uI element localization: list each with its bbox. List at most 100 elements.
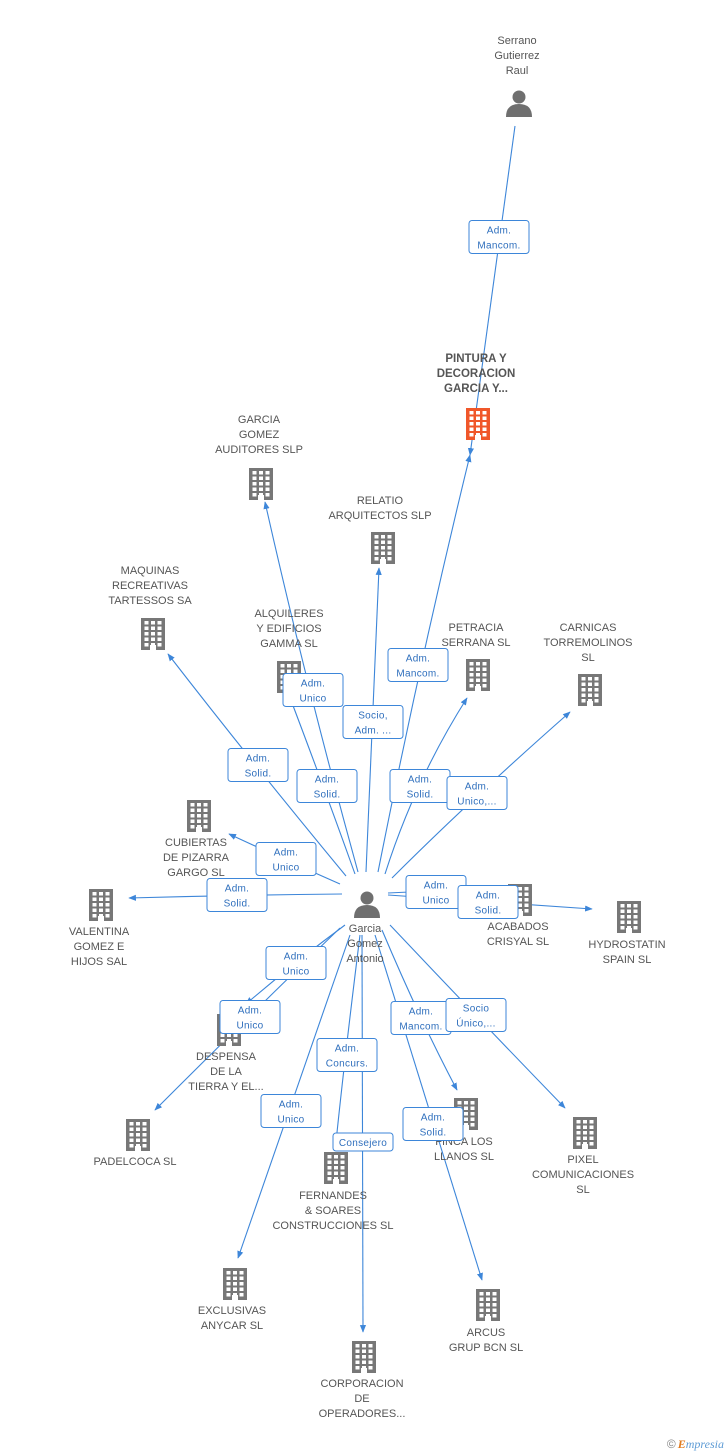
node-label[interactable]: & SOARES [305, 1205, 361, 1217]
node-label[interactable]: ALQUILERES [254, 608, 323, 620]
building-icon[interactable] [141, 618, 165, 650]
node-label[interactable]: CONSTRUCCIONES SL [272, 1220, 393, 1232]
person-icon[interactable] [354, 891, 380, 919]
node-valentina[interactable]: VALENTINA GOMEZ E HIJOS SAL [69, 889, 130, 968]
building-icon[interactable] [578, 674, 602, 706]
node-label[interactable]: TARTESSOS SA [108, 595, 192, 607]
node-label[interactable]: PINTURA Y [445, 353, 507, 365]
building-icon[interactable] [466, 659, 490, 691]
relation-label-maquinas[interactable]: Adm.Solid. [227, 748, 289, 782]
node-label[interactable]: DE PIZARRA [163, 852, 230, 864]
node-label[interactable]: Antonio [346, 953, 383, 965]
relation-label-hydrostatin[interactable]: Adm.Solid. [457, 885, 519, 919]
relation-label-petracia[interactable]: Adm.Solid. [389, 769, 451, 803]
building-icon[interactable] [89, 889, 113, 921]
node-label[interactable]: OPERADORES... [319, 1408, 406, 1420]
relation-label-cubiertas[interactable]: Adm.Unico [255, 842, 317, 876]
relation-label-pintura[interactable]: Adm.Mancom. [387, 648, 449, 682]
node-label[interactable]: TIERRA Y EL... [188, 1081, 263, 1093]
node-garcia_gomez_auditores[interactable]: GARCIA GOMEZ AUDITORES SLP [215, 414, 303, 500]
relation-label-arcus[interactable]: Adm.Solid. [402, 1107, 464, 1141]
node-label[interactable]: GAMMA SL [260, 638, 317, 650]
node-cubiertas[interactable]: CUBIERTAS DE PIZARRA GARGO SL [163, 800, 230, 879]
node-label[interactable]: DESPENSA [196, 1051, 257, 1063]
node-label[interactable]: RECREATIVAS [112, 580, 188, 592]
node-label[interactable]: FERNANDES [299, 1190, 367, 1202]
relation-label-padelcoca[interactable]: Adm.Unico [219, 1000, 281, 1034]
node-label[interactable]: PIXEL [567, 1154, 598, 1166]
node-label[interactable]: LLANOS SL [434, 1151, 494, 1163]
node-label[interactable]: HIJOS SAL [71, 956, 127, 968]
node-label[interactable]: Garcia [349, 923, 382, 935]
footer-brand[interactable]: ©Empresia [667, 1437, 724, 1452]
node-label[interactable]: VALENTINA [69, 926, 130, 938]
node-label[interactable]: ARQUITECTOS SLP [328, 510, 431, 522]
relation-label-despensa[interactable]: Adm.Unico [265, 946, 327, 980]
node-label[interactable]: DE LA [210, 1066, 242, 1078]
node-label[interactable]: RELATIO [357, 495, 404, 507]
node-label[interactable]: COMUNICACIONES [532, 1169, 634, 1181]
node-label[interactable]: GOMEZ [239, 429, 280, 441]
node-padelcoca[interactable]: PADELCOCA SL [94, 1119, 177, 1168]
node-label[interactable]: EXCLUSIVAS [198, 1305, 266, 1317]
node-label[interactable]: GARCIA [238, 414, 281, 426]
node-label[interactable]: PADELCOCA SL [94, 1156, 177, 1168]
node-pintura[interactable]: PINTURA Y DECORACION GARCIA Y... [437, 353, 516, 440]
relation-label-carnicas[interactable]: Adm.Unico,... [446, 776, 508, 810]
node-label[interactable]: Gomez [347, 938, 382, 950]
node-label[interactable]: GARGO SL [167, 867, 224, 879]
node-corporacion[interactable]: CORPORACION DE OPERADORES... [319, 1341, 406, 1420]
relation-label-finca[interactable]: Adm.Mancom. [390, 1001, 452, 1035]
node-label[interactable]: MAQUINAS [121, 565, 180, 577]
node-label[interactable]: GARCIA Y... [444, 383, 508, 395]
node-label[interactable]: GOMEZ E [74, 941, 125, 953]
building-icon[interactable] [126, 1119, 150, 1151]
node-label[interactable]: GRUP BCN SL [449, 1342, 523, 1354]
node-label[interactable]: Y EDIFICIOS [256, 623, 321, 635]
building-icon[interactable] [371, 532, 395, 564]
relation-label-valentina[interactable]: Adm.Solid. [206, 878, 268, 912]
node-label[interactable]: AUDITORES SLP [215, 444, 303, 456]
node-label[interactable]: SERRANA SL [441, 637, 510, 649]
node-label[interactable]: DECORACION [437, 368, 516, 380]
node-pixel[interactable]: PIXEL COMUNICACIONES SL [532, 1117, 634, 1196]
building-icon[interactable] [187, 800, 211, 832]
person-icon[interactable] [506, 90, 532, 118]
building-icon[interactable] [249, 468, 273, 500]
node-label[interactable]: PETRACIA [448, 622, 504, 634]
node-label[interactable]: ANYCAR SL [201, 1320, 263, 1332]
node-label[interactable]: HYDROSTATIN [588, 939, 665, 951]
relation-label-fernandes[interactable]: Adm.Concurs. [316, 1038, 378, 1072]
node-petracia[interactable]: PETRACIA SERRANA SL [441, 622, 511, 691]
node-label[interactable]: SL [576, 1184, 589, 1196]
building-icon[interactable] [476, 1289, 500, 1321]
building-icon[interactable] [573, 1117, 597, 1149]
building-icon[interactable] [352, 1341, 376, 1373]
relation-label-alquileres[interactable]: Adm.Solid. [296, 769, 358, 803]
node-label[interactable]: DE [354, 1393, 369, 1405]
node-arcus[interactable]: ARCUS GRUP BCN SL [449, 1289, 523, 1354]
relation-label-acabados[interactable]: Adm.Unico [405, 875, 467, 909]
node-label[interactable]: Serrano [497, 35, 536, 47]
node-label[interactable]: CUBIERTAS [165, 837, 227, 849]
relation-label-pintura[interactable]: Adm.Mancom. [468, 220, 530, 254]
relation-label-relatio[interactable]: Socio,Adm. ... [342, 705, 404, 739]
node-label[interactable]: Raul [506, 65, 529, 77]
node-exclusivas[interactable]: EXCLUSIVAS ANYCAR SL [198, 1268, 266, 1332]
building-icon[interactable] [617, 901, 641, 933]
node-label[interactable]: CRISYAL SL [487, 936, 549, 948]
node-label[interactable]: SL [581, 652, 594, 664]
node-label[interactable]: ARCUS [467, 1327, 506, 1339]
node-label[interactable]: ACABADOS [487, 921, 548, 933]
node-relatio[interactable]: RELATIO ARQUITECTOS SLP [328, 495, 432, 564]
node-label[interactable]: CARNICAS [560, 622, 617, 634]
node-label[interactable]: Gutierrez [494, 50, 539, 62]
relation-label-garcia_gomez_auditores[interactable]: Adm.Unico [282, 673, 344, 707]
relation-label-corporacion[interactable]: Consejero [332, 1132, 394, 1152]
node-maquinas[interactable]: MAQUINAS RECREATIVAS TARTESSOS SA [108, 565, 192, 650]
node-label[interactable]: CORPORACION [320, 1378, 403, 1390]
